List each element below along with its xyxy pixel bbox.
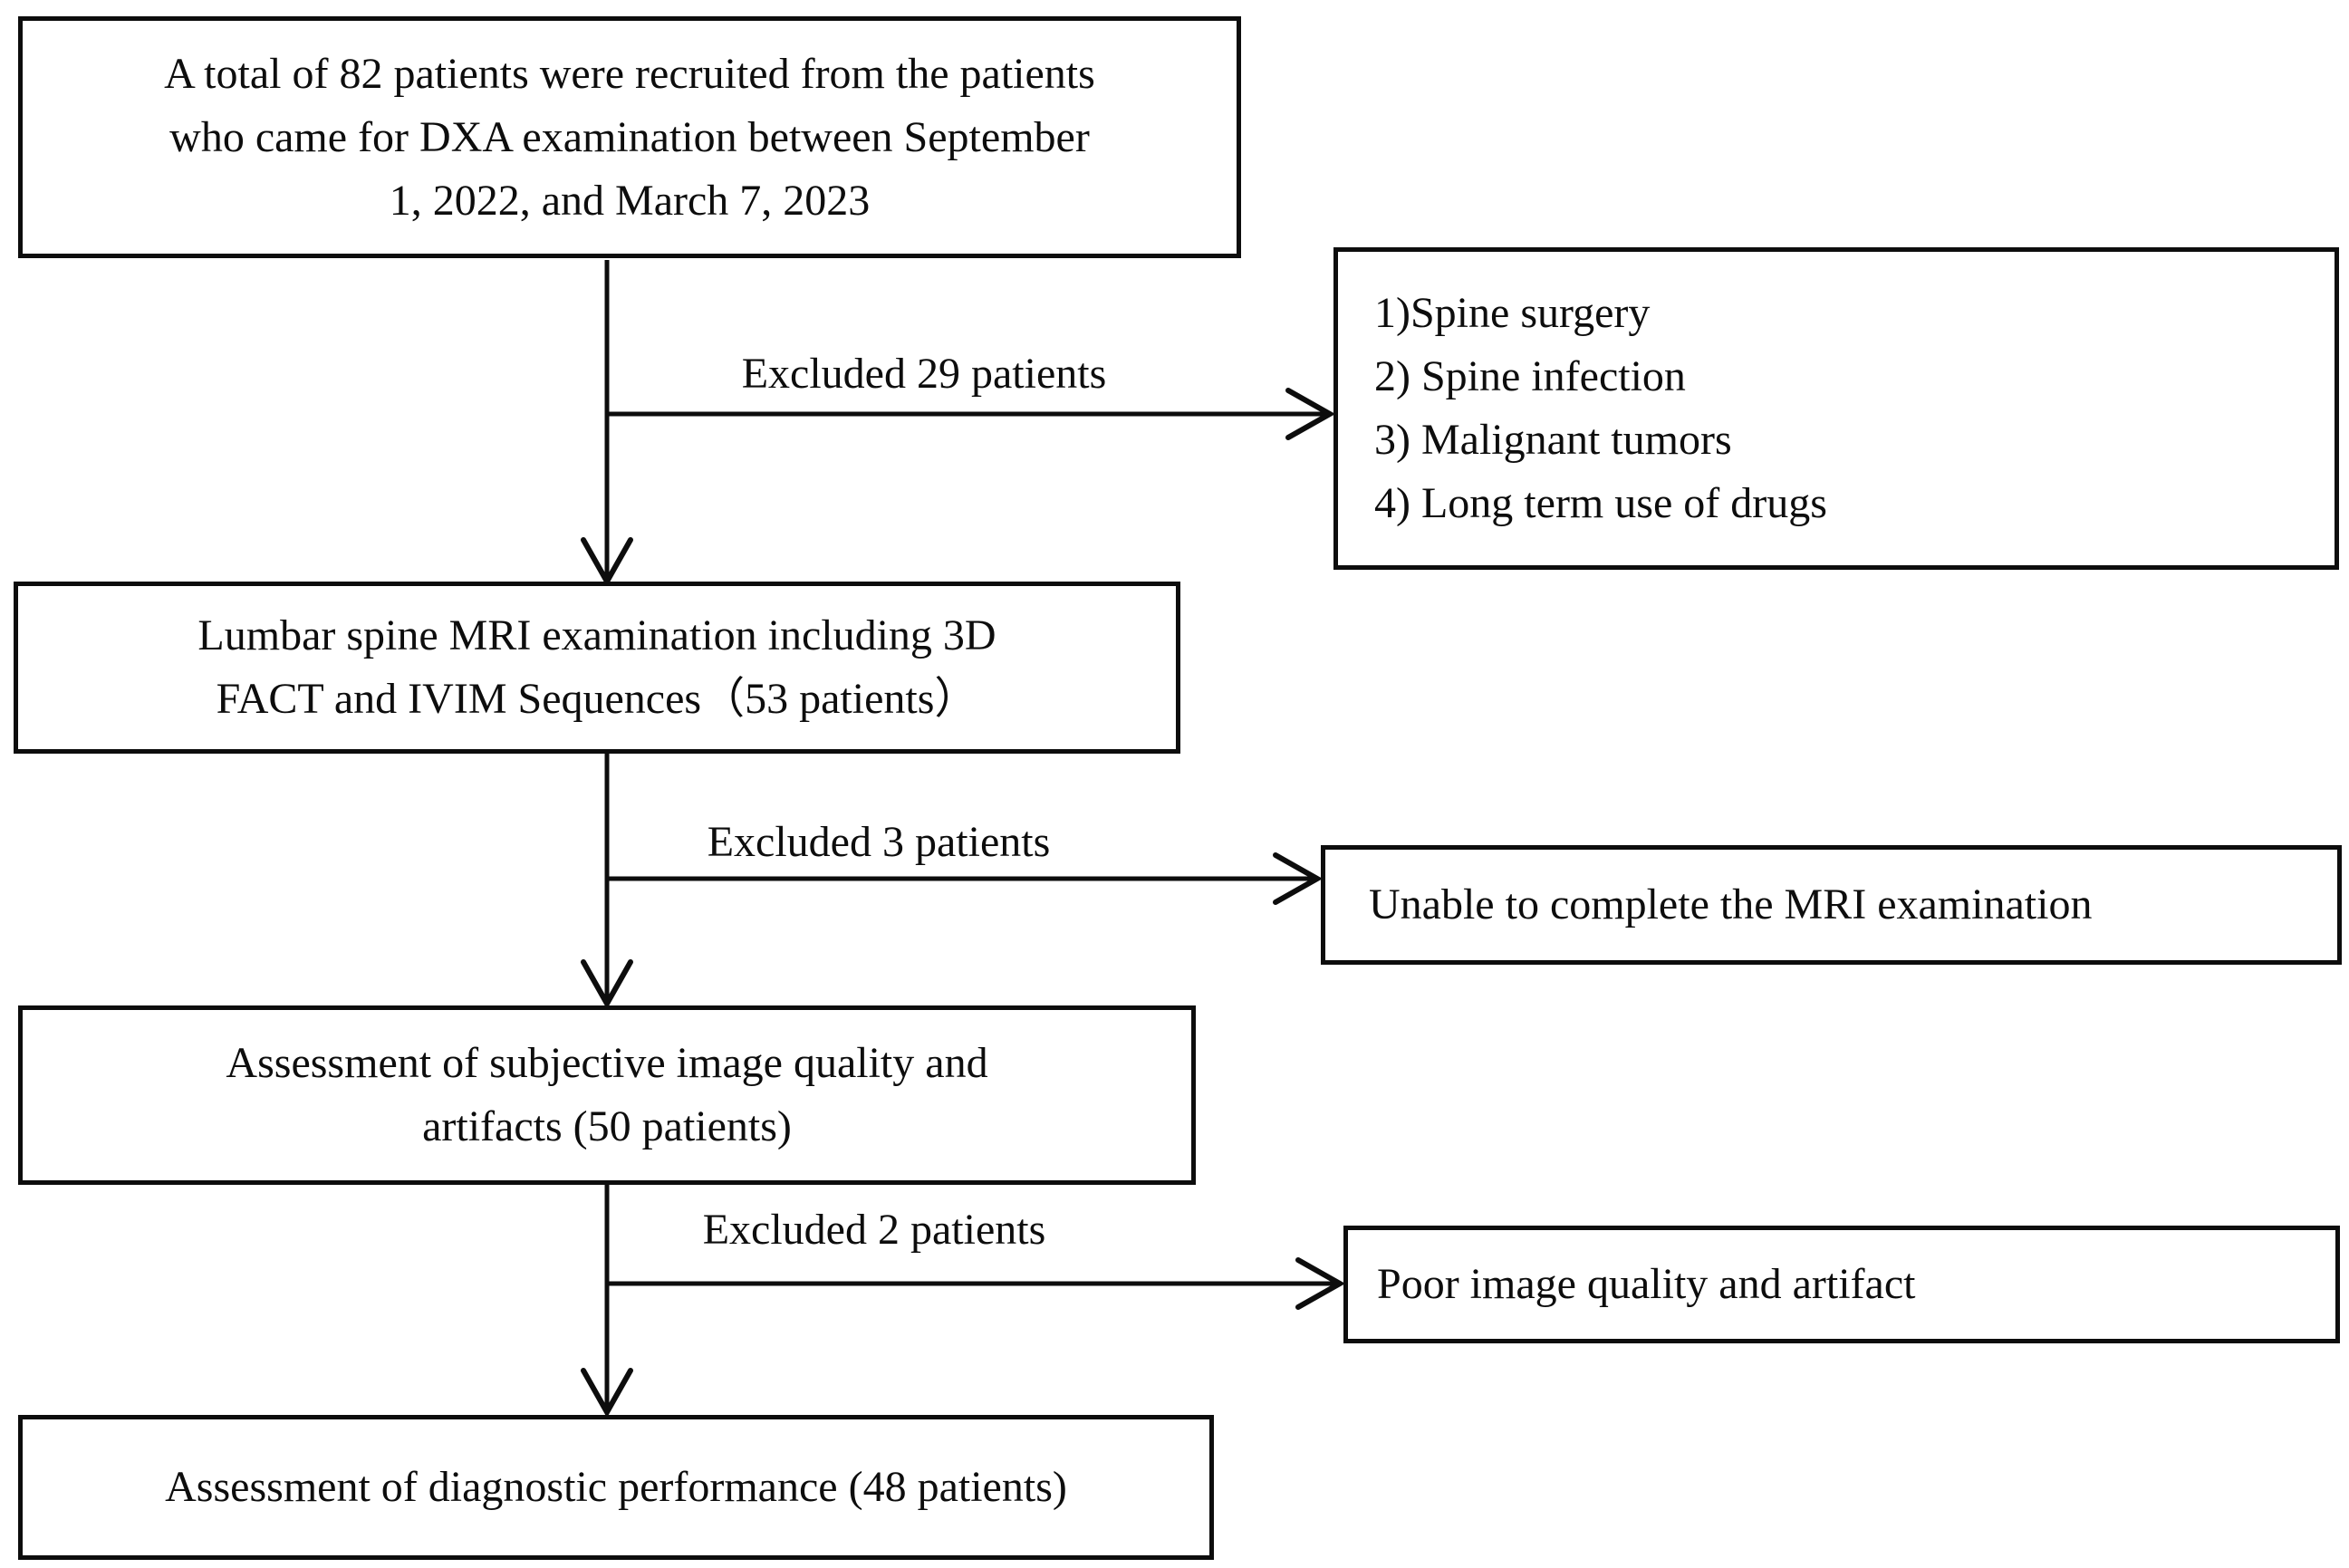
exclusion-reason-item: 4) Long term use of drugs [1374,479,1827,527]
box-subjective-image-quality: Assessment of subjective image quality a… [18,1005,1196,1185]
box-mri-examination: Lumbar spine MRI examination including 3… [14,582,1180,754]
label-excluded-2-patients: Excluded 2 patients [702,1206,1046,1254]
box-unable-text: Unable to complete the MRI examination [1369,880,2093,928]
box-diagnostic-text: Assessment of diagnostic performance (48… [165,1463,1067,1511]
exclusion-reason-item: 3) Malignant tumors [1374,416,1732,464]
box-recruited-line: who came for DXA examination between Sep… [169,112,1090,161]
box-mri-line: Lumbar spine MRI examination including 3… [197,611,996,659]
box-diagnostic-performance: Assessment of diagnostic performance (48… [18,1415,1214,1560]
arrowhead-down-3 [581,1368,633,1419]
box-recruited-line: 1, 2022, and March 7, 2023 [389,176,871,225]
arrowhead-down-2 [581,959,633,1010]
box-subjective-line: artifacts (50 patients) [422,1102,792,1150]
arrowhead-right-3 [1295,1257,1346,1310]
exclusion-reason-item: 1)Spine surgery [1374,289,1651,337]
arrowhead-right-1 [1285,388,1336,440]
box-mri-line: FACT and IVIM Sequences（53 patients） [216,675,978,723]
box-unable-to-complete-mri: Unable to complete the MRI examination [1321,845,2342,965]
box-recruited-line: A total of 82 patients were recruited fr… [164,49,1095,98]
box-exclusion-reasons: 1)Spine surgery 2) Spine infection 3) Ma… [1333,247,2339,570]
exclusion-reason-item: 2) Spine infection [1374,352,1686,400]
box-recruited-patients: A total of 82 patients were recruited fr… [18,16,1241,258]
label-excluded-3-patients: Excluded 3 patients [707,818,1051,866]
box-poor-image-quality: Poor image quality and artifact [1343,1226,2340,1343]
arrowhead-right-2 [1273,852,1324,905]
label-excluded-29-patients: Excluded 29 patients [741,350,1107,398]
box-subjective-line: Assessment of subjective image quality a… [226,1039,988,1087]
box-poor-text: Poor image quality and artifact [1377,1260,1916,1308]
